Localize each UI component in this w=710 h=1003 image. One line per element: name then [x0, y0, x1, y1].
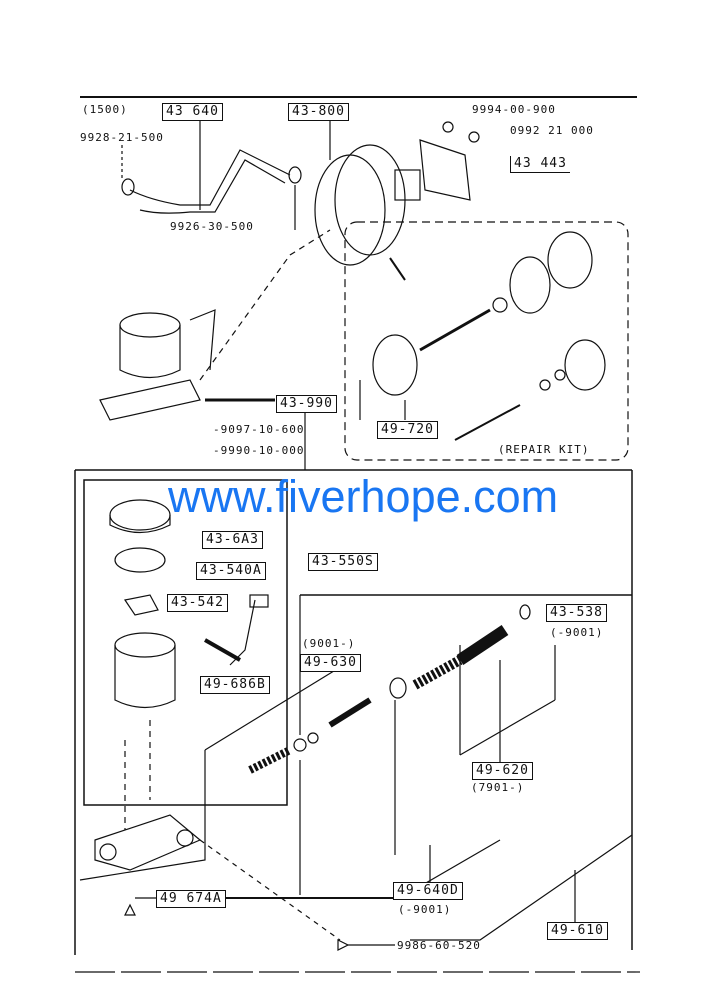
callout-cap-seal[interactable]: 43-540A [196, 562, 266, 581]
callout-secondary-piston[interactable]: 49-630 [300, 654, 361, 673]
variant-note: (1500) [82, 103, 128, 116]
part-washer-a: 0992 21 000 [510, 124, 594, 137]
repair-kit-label: (REPAIR KIT) [498, 443, 590, 456]
part-clamp-a: 9928-21-500 [80, 131, 164, 144]
part-washer-b: -9097-10-600 [213, 423, 305, 436]
primary-piston-range: (7901-) [471, 781, 525, 794]
part-nut-a: 9994-00-900 [472, 103, 556, 116]
callout-switch[interactable]: 43-542 [167, 594, 228, 613]
reservoir-parts [109, 499, 269, 830]
piston-kit-range: (-9001) [398, 903, 452, 916]
brake-booster [314, 120, 480, 281]
part-nut-b: -9990-10-000 [213, 444, 305, 457]
part-clamp-b: 9926-30-500 [170, 220, 254, 233]
callout-master-cylinder[interactable]: 43-990 [276, 395, 337, 414]
callout-snap-ring[interactable]: 43-538 [546, 604, 607, 623]
snap-ring-range: (-9001) [550, 626, 604, 639]
piston-parts [79, 594, 633, 951]
callout-booster-repair-kit[interactable]: 49-720 [377, 421, 438, 440]
callout-piston-kit[interactable]: 49-640D [393, 882, 463, 901]
callout-reservoir-assy[interactable]: 43-550S [308, 553, 378, 572]
callout-grommet[interactable]: 49-686B [200, 676, 270, 695]
booster-repair-kit-parts [359, 231, 606, 441]
callout-cylinder-kit[interactable]: 49-610 [547, 922, 608, 941]
cylinder-body [94, 814, 341, 941]
callout-primary-piston[interactable]: 49-620 [472, 762, 533, 781]
watermark: www.fiverhope.com [168, 471, 559, 522]
secondary-piston-range: (9001-) [302, 637, 356, 650]
callout-stop-bolt[interactable]: 49 674A [156, 890, 226, 909]
part-bleeder: 9986-60-520 [397, 939, 481, 952]
callout-hose[interactable]: 43 640 [162, 103, 223, 122]
callout-bracket[interactable]: 43 443 [510, 156, 570, 174]
repair-kit-frame [344, 221, 629, 461]
vacuum-hose [121, 120, 302, 230]
master-cylinder-top [99, 229, 331, 470]
callout-booster[interactable]: 43-800 [288, 103, 349, 122]
reservoir-subframe [83, 479, 288, 806]
callout-reservoir-cap[interactable]: 43-6A3 [202, 531, 263, 550]
